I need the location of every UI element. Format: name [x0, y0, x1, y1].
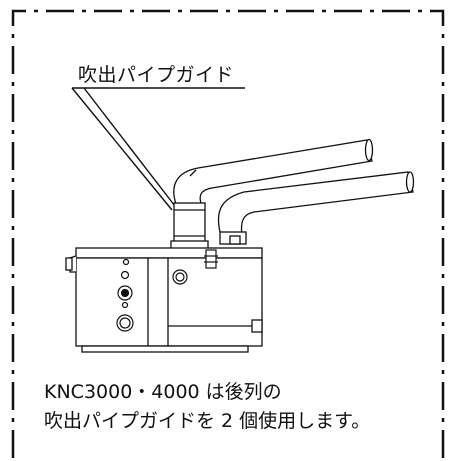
side-knob: [172, 269, 188, 285]
front-pipe: [173, 138, 374, 207]
pipe-guide-front: [170, 202, 209, 250]
control-panel: [116, 258, 134, 332]
caption: KNC3000・4000 は後列の 吹出パイプガイドを 2 個使用します。: [44, 378, 370, 436]
dash-dot-border: [11, 9, 445, 458]
caption-line-2: 吹出パイプガイドを 2 個使用します。: [44, 410, 371, 432]
main-body: [65, 247, 263, 353]
callout-leader: [71, 87, 245, 211]
pipe-bracket: [204, 249, 218, 269]
pipe-guide-rear: [219, 231, 247, 245]
rear-pipe: [217, 171, 415, 237]
callout-label: 吹出パイプガイド: [78, 64, 235, 86]
caption-line-1: KNC3000・4000 は後列の: [44, 381, 282, 403]
